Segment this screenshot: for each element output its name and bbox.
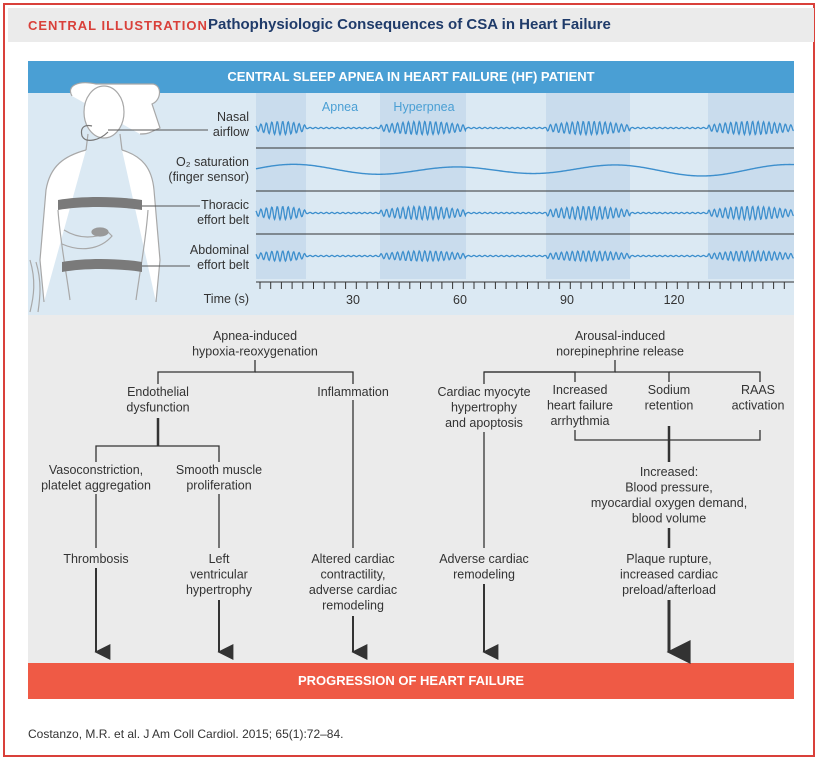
- abdominal-belt: [62, 259, 142, 272]
- signal-label-line2: effort belt: [197, 258, 249, 272]
- apnea-column: [256, 93, 306, 279]
- citation: Costanzo, M.R. et al. J Am Coll Cardiol.…: [28, 727, 344, 741]
- connector: [255, 371, 354, 384]
- header-title: Pathophysiologic Consequences of CSA in …: [208, 16, 611, 33]
- o2-saturation-trace: [255, 163, 795, 177]
- phase-columns: [256, 93, 794, 279]
- apnea-label: Apnea: [322, 100, 358, 114]
- signal-label-line1: O₂ saturation: [176, 155, 249, 169]
- waveform-traces: [255, 120, 795, 263]
- signal-label-line2: effort belt: [197, 213, 249, 227]
- signal-label-line2: (finger sensor): [168, 170, 249, 184]
- torso: [39, 149, 161, 303]
- thoracic-effort-trace: [255, 205, 795, 222]
- progression-arrows: [94, 568, 691, 664]
- node-thrombosis: Thrombosis: [63, 552, 128, 566]
- patient-illustration: [29, 82, 161, 313]
- finger-sensor-icon: [91, 227, 109, 237]
- connector: [157, 360, 256, 384]
- tick-label: 90: [560, 293, 574, 307]
- sensor-cables: [29, 259, 41, 313]
- nasal-airflow-trace: [255, 120, 795, 137]
- tick-label: 60: [453, 293, 467, 307]
- node-increased-demand: Increased:Blood pressure,myocardial oxyg…: [591, 465, 747, 526]
- header-tag: CENTRAL ILLUSTRATION: [28, 18, 208, 33]
- bottom-banner: PROGRESSION OF HEART FAILURE: [28, 663, 794, 699]
- leader-lines: [108, 129, 208, 267]
- flow-connectors: [95, 360, 761, 548]
- connector: [484, 371, 576, 382]
- hand: [61, 229, 113, 250]
- signal-label-line1: Thoracic: [201, 198, 249, 212]
- head: [83, 85, 125, 139]
- trace-separators: [256, 147, 794, 235]
- signal-label-line2: airflow: [213, 125, 250, 139]
- header-bar: CENTRAL ILLUSTRATION Pathophysiologic Co…: [8, 8, 814, 42]
- nasal-cannula: [80, 124, 109, 141]
- tick-label: 30: [346, 293, 360, 307]
- hyperpnea-column: [708, 93, 794, 279]
- hyperpnea-label: Hyperpnea: [393, 100, 454, 114]
- hyperpnea-column: [380, 93, 466, 279]
- connector: [669, 371, 761, 382]
- arms: [57, 209, 149, 301]
- connector: [574, 430, 761, 441]
- effort-belts: [58, 197, 142, 272]
- connector: [95, 445, 220, 462]
- neck: [85, 133, 123, 151]
- signal-label-line1: Nasal: [217, 110, 249, 124]
- abdominal-effort-trace: [255, 249, 794, 263]
- connector: [615, 371, 670, 382]
- time-axis: Time (s) 30 60 90 120: [204, 281, 794, 307]
- node-inflammation: Inflammation: [317, 385, 389, 399]
- tick-label: 120: [664, 293, 685, 307]
- thoracic-belt: [58, 197, 142, 210]
- signal-label-line1: Abdominal: [190, 243, 249, 257]
- time-axis-label: Time (s): [204, 292, 249, 306]
- node-vasoconstriction: Vasoconstriction,platelet aggregation: [41, 463, 151, 493]
- signal-labels: Nasal airflow O₂ saturation (finger sens…: [168, 110, 250, 272]
- axis-ticks: [259, 282, 785, 289]
